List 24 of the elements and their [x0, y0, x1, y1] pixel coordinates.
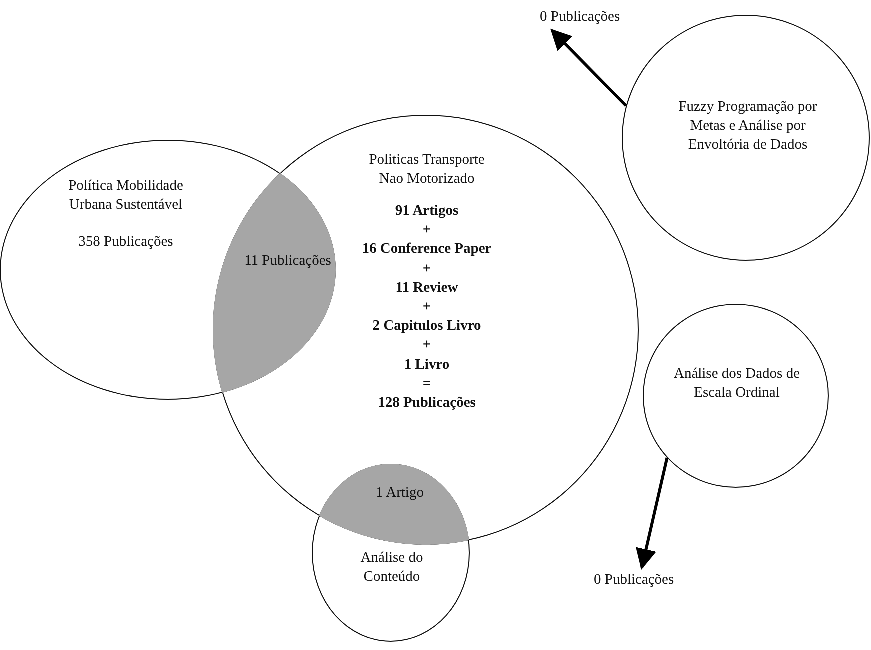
circle-title: Análise dos Dados de Escala Ordinal	[672, 365, 802, 403]
circle-text: +	[422, 336, 432, 356]
circle-text: 16 Conference Paper	[361, 240, 493, 260]
circle-text: 11 Review	[394, 278, 460, 298]
circle-text: =	[422, 374, 432, 394]
result-label: 0 Publicações	[594, 572, 674, 590]
result-label: 0 Publicações	[540, 9, 620, 26]
circle-text: 358 Publicações	[78, 233, 174, 252]
circle	[622, 15, 870, 261]
circle-title: Política Mobilidade Urbana Sustentável	[68, 177, 184, 215]
circle-title: Politicas Transporte Nao Motorizado	[368, 151, 486, 189]
circle-title: Análise do Conteúdo	[360, 549, 424, 587]
circle-text: 2 Capitulos Livro	[372, 317, 482, 336]
arrow	[550, 28, 628, 108]
circle	[643, 304, 829, 488]
arrow	[636, 458, 669, 570]
circle-title: 11 Publicações	[244, 252, 332, 271]
circle-text: 128 Publicações	[377, 394, 477, 413]
circle-text: +	[422, 221, 432, 240]
circle-title: Fuzzy Programação por Metas e Análise por Envoltória de Dados	[678, 98, 818, 155]
circle-title: 1 Artigo	[375, 484, 425, 503]
circle-text: +	[422, 298, 432, 317]
circle-text: 91 Artigos	[394, 202, 460, 221]
circle-text: 1 Livro	[403, 356, 451, 375]
